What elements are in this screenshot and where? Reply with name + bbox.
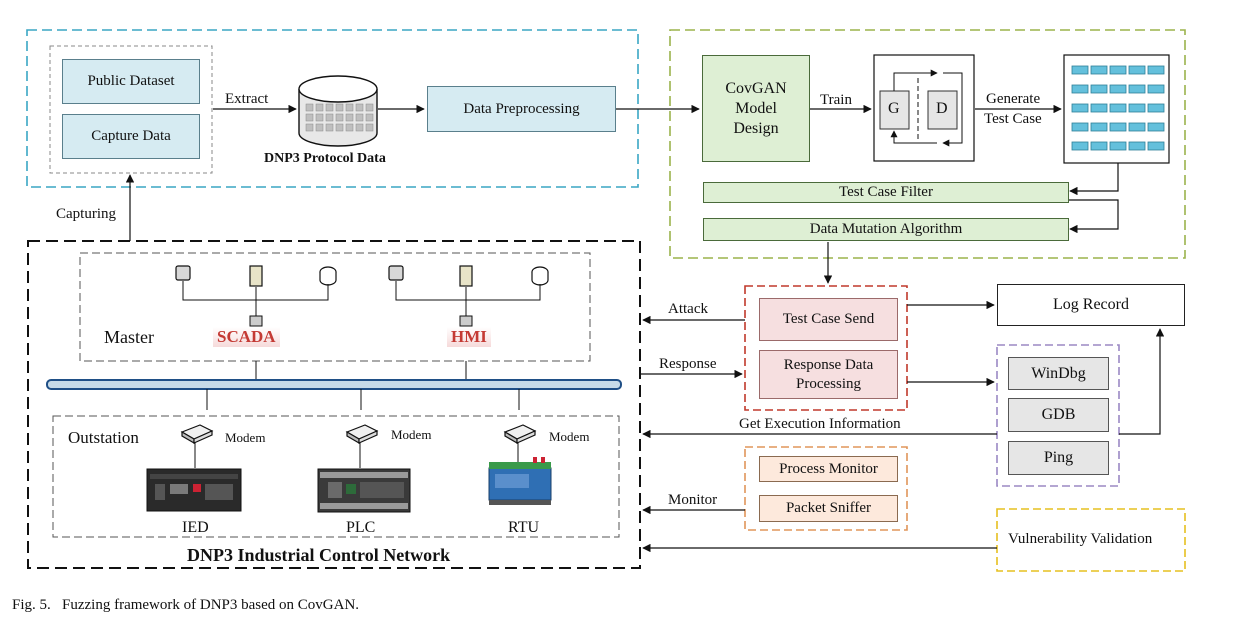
get-execution-label: Get Execution Information [739, 416, 901, 432]
ied-device-icon [146, 468, 242, 512]
monitor-label: Monitor [668, 492, 718, 508]
response-label: Response [659, 356, 717, 372]
plc-device-icon [317, 468, 411, 513]
outstation-frame [52, 415, 620, 538]
data-source-frame [26, 29, 639, 188]
generator-label: G [888, 100, 900, 117]
gdb-box: GDB [1008, 398, 1109, 432]
monitor-frame [744, 446, 908, 531]
ied-label: IED [182, 519, 209, 536]
network-frame [27, 240, 641, 569]
rtu-label: RTU [508, 519, 540, 536]
modem-label-3: Modem [549, 429, 590, 444]
master-frame [79, 252, 591, 362]
generate-label: Generate [986, 91, 1041, 107]
test-case-send-box: Test Case Send [759, 298, 898, 341]
preprocessing-box: Data Preprocessing [427, 86, 616, 132]
response-processing-box: Response Data Processing [759, 350, 898, 399]
tools-frame [996, 344, 1120, 487]
discriminator-label: D [936, 100, 948, 117]
mutation-box: Data Mutation Algorithm [703, 218, 1069, 241]
attack-label: Attack [668, 301, 708, 317]
train-label: Train [820, 92, 852, 108]
master-label: Master [104, 327, 154, 347]
database-icon [298, 75, 378, 147]
fuzz-frame [744, 285, 908, 411]
outstation-label: Outstation [68, 428, 139, 447]
rtu-device-icon [488, 457, 552, 505]
modem-icons [180, 424, 537, 445]
dataset-inner-frame [49, 45, 213, 174]
capture-data-box: Capture Data [62, 114, 200, 159]
capturing-label: Capturing [56, 206, 116, 222]
modem-label-1: Modem [225, 430, 266, 445]
process-monitor-box: Process Monitor [759, 456, 898, 482]
plc-label: PLC [346, 519, 376, 536]
test-case-label: Test Case [984, 111, 1042, 127]
master-workstation-icons [175, 265, 549, 287]
hmi-label: HMI [447, 327, 491, 347]
test-case-filter-box: Test Case Filter [703, 182, 1069, 203]
packet-sniffer-box: Packet Sniffer [759, 495, 898, 522]
figure-caption: Fig. 5. Fuzzing framework of DNP3 based … [12, 597, 360, 613]
model-frame [669, 29, 1186, 259]
extract-label: Extract [225, 91, 269, 107]
scada-label: SCADA [213, 327, 280, 347]
vulnerability-label: Vulnerability Validation [1008, 531, 1153, 547]
covgan-design-box: CovGAN Model Design [702, 55, 810, 162]
protocol-data-label: DNP3 Protocol Data [264, 151, 386, 166]
network-bus [46, 379, 622, 390]
network-title: DNP3 Industrial Control Network [187, 545, 451, 565]
modem-label-2: Modem [391, 427, 432, 442]
ping-box: Ping [1008, 441, 1109, 475]
vuln-frame [996, 508, 1186, 572]
windbg-box: WinDbg [1008, 357, 1109, 390]
public-dataset-box: Public Dataset [62, 59, 200, 104]
log-record-box: Log Record [997, 284, 1185, 326]
